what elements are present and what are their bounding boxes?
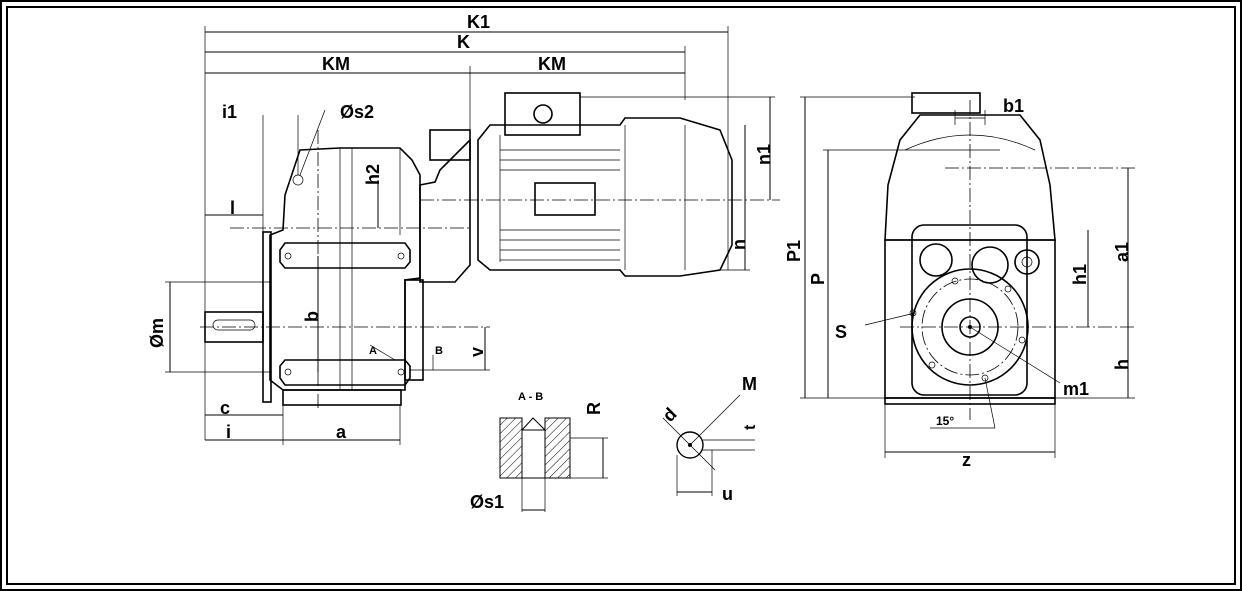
side-view <box>165 26 780 445</box>
label-b1: b1 <box>1003 96 1024 116</box>
label-n: n <box>729 239 749 250</box>
upper-mounting-foot <box>279 242 411 269</box>
motor-body <box>477 117 733 277</box>
label-i1: i1 <box>222 102 237 122</box>
lower-mounting-foot <box>279 359 411 386</box>
lifting-eye <box>292 174 304 186</box>
label-n1: n1 <box>754 144 774 165</box>
label-r: R <box>584 402 604 415</box>
side-cover <box>404 279 424 381</box>
label-km-right: KM <box>538 54 566 74</box>
label-section-ab: A - B <box>518 391 543 403</box>
motor-nameplate <box>534 182 596 216</box>
label-p: P <box>808 273 828 285</box>
adapter-ring <box>429 129 471 161</box>
label-m: Øm <box>147 318 167 348</box>
label-m1: m1 <box>1063 379 1089 399</box>
label-a1: a1 <box>1112 242 1132 262</box>
label-h1: h1 <box>1070 264 1090 285</box>
label-a-section: A <box>369 345 377 357</box>
label-h2: h2 <box>363 164 383 185</box>
label-u: u <box>722 484 733 504</box>
label-k1: K1 <box>467 12 490 32</box>
label-b: b <box>302 311 322 322</box>
cable-gland <box>533 104 553 124</box>
label-d: d <box>659 404 681 426</box>
label-s: S <box>835 322 847 342</box>
label-v: v <box>467 347 487 357</box>
section-a-b <box>499 417 608 512</box>
gearbox-housing <box>269 147 421 391</box>
label-m-thread: M <box>742 374 757 394</box>
label-s2: Øs2 <box>340 102 374 122</box>
label-t: t <box>742 424 759 430</box>
flange-bolt-holes <box>909 277 1026 382</box>
base-plate <box>282 389 402 406</box>
label-k: K <box>457 32 470 52</box>
label-z: z <box>962 450 971 470</box>
front-terminal-box <box>911 92 981 114</box>
label-c: c <box>220 398 230 418</box>
shaft-cross-section <box>662 394 755 496</box>
label-h: h <box>1112 359 1132 370</box>
label-b-section: B <box>435 345 443 357</box>
shaft-key <box>212 319 256 331</box>
label-a: a <box>336 422 347 442</box>
label-i: i <box>226 422 231 442</box>
front-view <box>800 92 1135 458</box>
label-km-left: KM <box>322 54 350 74</box>
label-p1: P1 <box>784 240 804 262</box>
terminal-box <box>504 92 581 136</box>
motor-cooling-fins <box>500 149 620 261</box>
label-angle: 15° <box>936 414 954 428</box>
motor-adapter <box>419 138 471 283</box>
label-l: l <box>230 198 235 218</box>
label-s1: Øs1 <box>470 492 504 512</box>
